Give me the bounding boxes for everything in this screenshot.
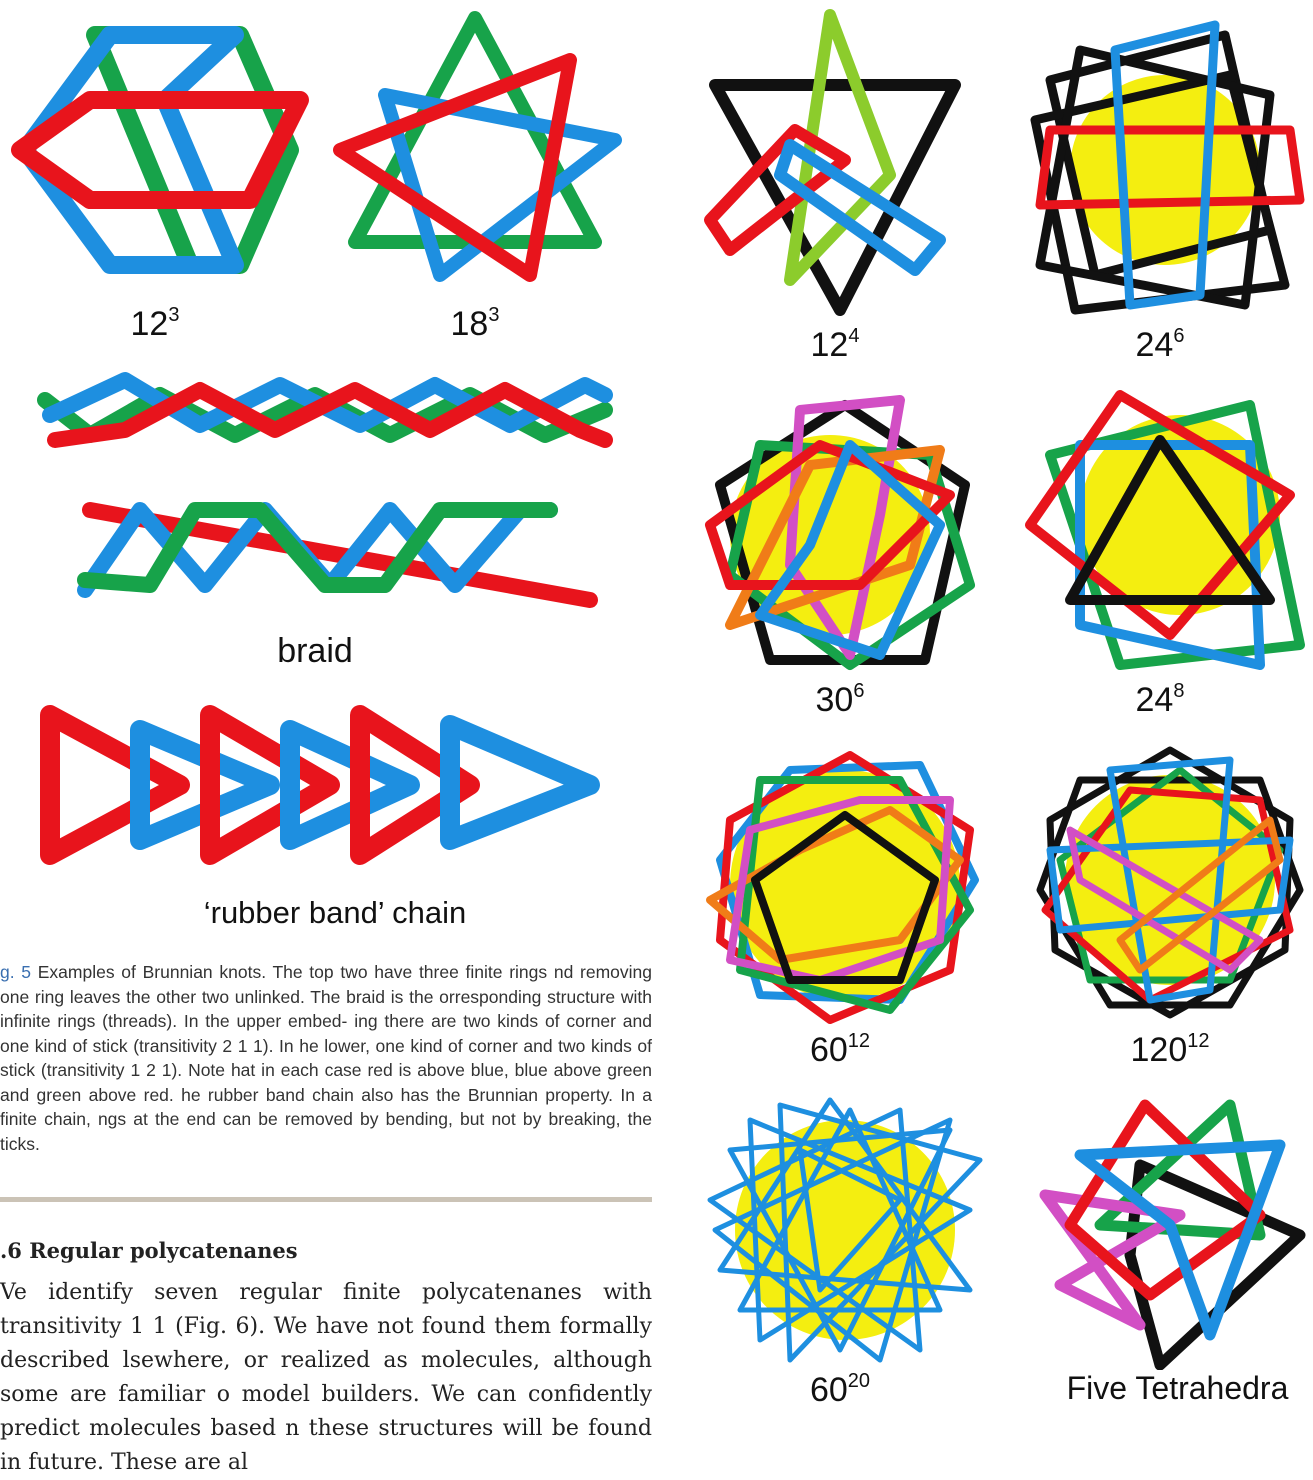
polycatenane-12-4 (700, 0, 970, 320)
label-60-20: 6020 (780, 1370, 900, 1410)
section-heading: .6 Regular polycatenanes (0, 1238, 298, 1263)
blue-ring (25, 35, 235, 265)
knot-18-3 (320, 0, 630, 300)
label-60-12: 6012 (780, 1030, 900, 1070)
figure-number: g. 5 (0, 962, 31, 982)
label-12-4: 124 (785, 325, 885, 365)
label-30-6: 306 (790, 680, 890, 720)
polycatenane-30-6 (700, 385, 990, 675)
polycatenane-60-12 (700, 740, 990, 1030)
knot-12-3 (0, 0, 330, 300)
figure-caption: g. 5 Examples of Brunnian knots. The top… (0, 960, 652, 1156)
polycatenane-120-12 (1030, 740, 1310, 1020)
label-24-6: 246 (1110, 325, 1210, 365)
label-braid: braid (230, 632, 400, 671)
polycatenane-24-8 (1020, 385, 1310, 675)
label-12-3: 123 (110, 304, 200, 344)
section-divider (0, 1197, 652, 1202)
five-tetrahedra (1030, 1085, 1313, 1370)
label-24-8: 248 (1110, 680, 1210, 720)
label-18-3: 183 (430, 304, 520, 344)
caption-text: Examples of Brunnian knots. The top two … (0, 962, 652, 1154)
label-five-tetrahedra: Five Tetrahedra (1045, 1370, 1310, 1407)
polycatenane-24-6 (1020, 20, 1310, 320)
braid-figure (30, 360, 620, 620)
rubber-band-chain-figure (30, 690, 620, 890)
label-rubber-band-chain: ‘rubber band’ chain (170, 895, 500, 931)
label-120-12: 12012 (1100, 1030, 1240, 1070)
body-paragraph: Ve identify seven regular finite polycat… (0, 1276, 652, 1480)
polycatenane-60-20 (700, 1090, 990, 1370)
yellow-sphere (735, 1120, 955, 1340)
black-ring (715, 85, 955, 310)
